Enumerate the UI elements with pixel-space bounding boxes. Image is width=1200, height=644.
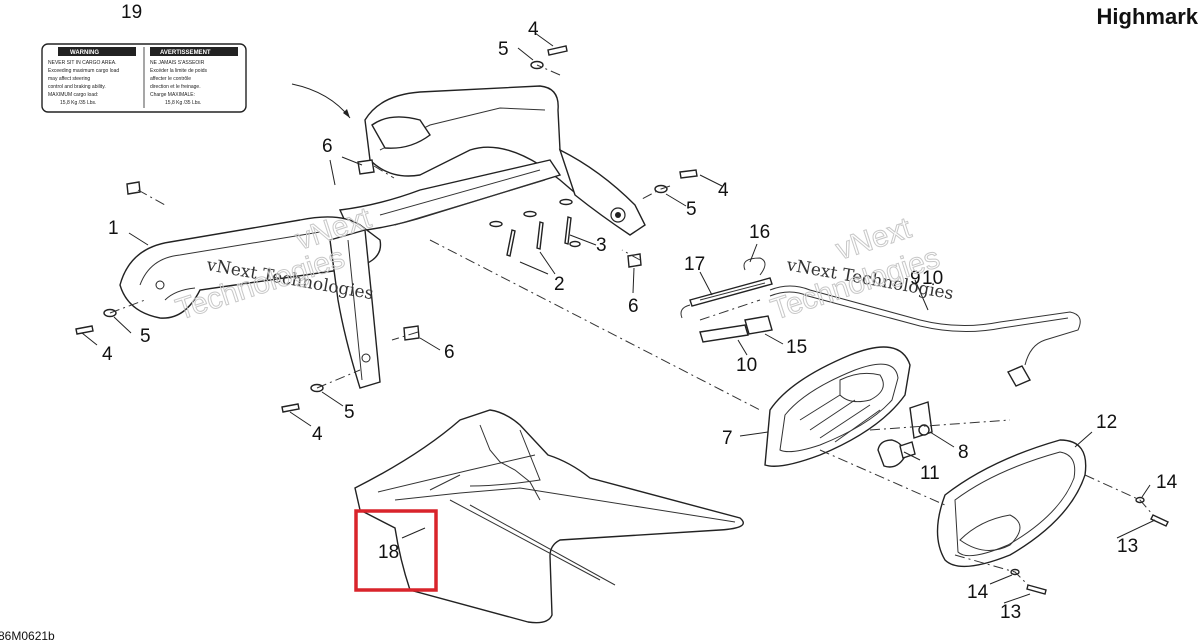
arrow-head-icon — [343, 109, 350, 118]
callout-6: 6 — [322, 136, 333, 157]
callout-4: 4 — [312, 424, 323, 445]
callout-13: 13 — [1000, 602, 1021, 623]
callout-15: 15 — [786, 337, 807, 358]
warning-line-en: control and braking ability. — [48, 84, 106, 90]
callout-11: 11 — [920, 463, 940, 484]
watermark: vNext Technologies vNext Technologies vN… — [171, 201, 954, 327]
warning-line-en: 15,8 Kg /35 Lbs. — [60, 100, 96, 106]
callout-5: 5 — [344, 402, 355, 423]
callout-9: 9 — [910, 268, 921, 289]
callout-4: 4 — [102, 344, 113, 365]
wiring-harness — [680, 257, 1081, 387]
callout-4: 4 — [718, 180, 729, 201]
warning-line-en: MAXIMUM cargo load: — [48, 92, 98, 98]
model-title: Highmark — [1097, 4, 1199, 29]
highlight-box — [354, 509, 438, 592]
warning-line-fr: affecter le contrôle — [150, 76, 191, 82]
assembly-lines — [109, 64, 1154, 586]
warning-line-fr: 15,8 Kg /35 Lbs. — [165, 100, 201, 106]
callout-19: 19 — [121, 2, 142, 23]
figure-code: 86M0621b — [0, 629, 55, 643]
callout-17: 17 — [684, 254, 705, 275]
taillight-housing — [764, 346, 933, 468]
callout-1: 1 — [108, 218, 119, 239]
callout-2: 2 — [554, 274, 565, 295]
callout-3: 3 — [596, 235, 607, 256]
callout-6: 6 — [628, 296, 639, 317]
cargo-rack — [119, 85, 646, 389]
callout-8: 8 — [958, 442, 969, 463]
warning-header-en: WARNING — [70, 50, 99, 56]
callout-12: 12 — [1096, 412, 1117, 433]
callout-4: 4 — [528, 19, 539, 40]
warning-line-fr: direction et le freinage. — [150, 84, 201, 90]
callout-13: 13 — [1117, 536, 1138, 557]
warning-line-fr: Excéder la limite de poids — [150, 68, 207, 74]
callouts: 1 2 3 4 4 4 4 5 5 5 5 6 6 6 7 8 9 10 10 … — [102, 2, 1178, 623]
callout-6: 6 — [444, 342, 455, 363]
callout-14: 14 — [967, 582, 989, 603]
warning-line-en: may affect steering — [48, 76, 90, 82]
label-arrow — [291, 83, 351, 119]
callout-5: 5 — [686, 199, 697, 220]
callout-5: 5 — [140, 326, 151, 347]
callout-7: 7 — [722, 428, 733, 449]
callout-18: 18 — [378, 542, 399, 563]
callout-10: 10 — [736, 355, 757, 376]
callout-14: 14 — [1156, 472, 1178, 493]
callout-5: 5 — [498, 39, 509, 60]
leader-lines — [81, 32, 1156, 604]
warning-line-fr: Charge MAXIMALE: — [150, 92, 195, 98]
taillight-lens — [936, 439, 1087, 568]
warning-label: WARNING AVERTISSEMENT NEVER SIT IN CARGO… — [41, 43, 247, 113]
cargo-mat — [354, 409, 744, 624]
warning-line-fr: NE JAMAIS S'ASSEOIR — [150, 60, 205, 66]
warning-line-en: Exceeding maximum cargo load — [48, 68, 119, 74]
callout-10: 10 — [922, 268, 943, 289]
callout-16: 16 — [749, 222, 770, 243]
warning-header-fr: AVERTISSEMENT — [160, 50, 211, 56]
warning-line-en: NEVER SIT IN CARGO AREA. — [48, 60, 117, 66]
